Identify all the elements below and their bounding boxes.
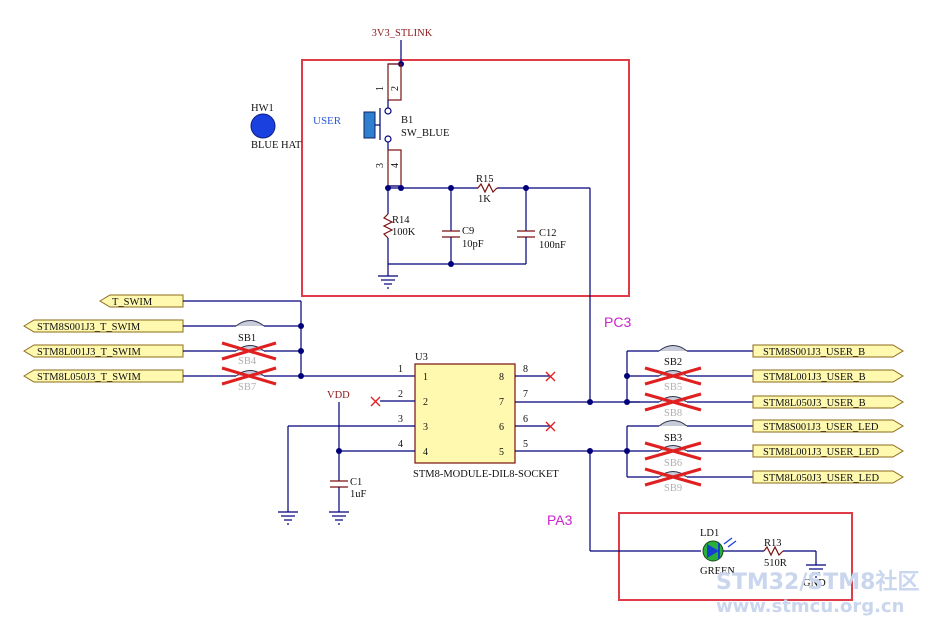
svg-text:2: 2 [423,397,428,408]
highlight-box-led [618,512,853,601]
net-label-3v3: 3V3_STLINK [372,28,433,67]
svg-text:STM8S001J3_T_SWIM: STM8S001J3_T_SWIM [37,322,141,333]
svg-text:100nF: 100nF [539,240,566,251]
resistor-r13: R13 510R GND [723,538,826,589]
svg-text:1: 1 [423,372,428,383]
svg-text:3: 3 [423,422,428,433]
solder-bridge-sb6: SB6 [644,441,702,469]
svg-text:100K: 100K [392,227,416,238]
svg-text:LD1: LD1 [700,528,719,539]
svg-text:SB2: SB2 [664,357,682,368]
svg-text:1: 1 [375,86,386,91]
svg-text:USER: USER [313,115,342,127]
solder-bridge-sb1: SB1 [235,320,265,344]
svg-text:STM32/STM8社区: STM32/STM8社区 [716,569,919,595]
svg-text:STM8L050J3_USER_LED: STM8L050J3_USER_LED [763,473,880,484]
net-label-pa3: PA3 [547,512,573,528]
svg-text:5: 5 [523,439,528,450]
svg-text:R14: R14 [392,215,410,226]
solder-bridge-sb4: SB4 [221,341,277,367]
svg-text:3: 3 [375,163,386,168]
svg-text:1: 1 [398,364,403,375]
svg-text:4: 4 [423,447,428,458]
svg-text:U3: U3 [415,352,428,363]
svg-text:4: 4 [398,439,403,450]
svg-text:SB7: SB7 [238,382,256,393]
svg-text:STM8-MODULE-DIL8-SOCKET: STM8-MODULE-DIL8-SOCKET [413,469,559,480]
highlight-box-user-button [301,59,630,297]
svg-text:510R: 510R [764,558,787,569]
svg-text:7: 7 [499,397,504,408]
svg-text:1uF: 1uF [350,489,367,500]
right-ports: STM8S001J3_USER_B STM8L001J3_USER_B STM8… [752,344,904,484]
u3-wiring [278,371,701,552]
svg-text:SB1: SB1 [238,333,256,344]
svg-text:7: 7 [523,389,528,400]
pc3-network: R15 1K R14 100K C9 10pF C12 100nF [378,174,591,402]
svg-text:STM8L001J3_USER_LED: STM8L001J3_USER_LED [763,447,880,458]
svg-text:6: 6 [499,422,504,433]
svg-text:SB3: SB3 [664,433,682,444]
svg-text:8: 8 [523,364,528,375]
svg-text:STM8L001J3_T_SWIM: STM8L001J3_T_SWIM [37,347,142,358]
svg-text:10pF: 10pF [462,239,484,250]
button-b1: 1 2 3 4 USER B1 SW_BLUE [313,63,449,187]
svg-text:STM8S001J3_USER_B: STM8S001J3_USER_B [763,347,865,358]
svg-text:R13: R13 [764,538,782,549]
svg-text:STM8L001J3_USER_B: STM8L001J3_USER_B [763,372,866,383]
svg-text:T_SWIM: T_SWIM [112,297,153,308]
svg-text:STM8L050J3_USER_B: STM8L050J3_USER_B [763,398,866,409]
svg-text:2: 2 [398,389,403,400]
svg-text:C1: C1 [350,477,362,488]
svg-text:SB9: SB9 [664,483,682,494]
right-wiring [624,350,753,478]
svg-text:SB4: SB4 [238,356,257,367]
svg-text:3: 3 [398,414,403,425]
solder-bridge-sb8: SB8 [644,392,702,419]
svg-text:4: 4 [390,163,401,168]
svg-text:www.stmcu.org.cn: www.stmcu.org.cn [716,596,904,617]
solder-bridge-sb9: SB9 [644,467,702,494]
svg-text:SB5: SB5 [664,382,682,393]
svg-text:2: 2 [390,86,401,91]
svg-text:SB8: SB8 [664,408,682,419]
svg-text:SW_BLUE: SW_BLUE [401,128,449,139]
svg-text:HW1: HW1 [251,103,274,114]
net-label-pc3: PC3 [604,314,631,330]
svg-text:5: 5 [499,447,504,458]
net-label-vdd: VDD [327,390,350,401]
module-u3: U3 STM8-MODULE-DIL8-SOCKET 1 2 3 4 5 6 7… [398,352,559,480]
capacitor-c1: C1 1uF [350,477,367,500]
svg-text:GND: GND [803,578,826,589]
svg-text:STM8S001J3_USER_LED: STM8S001J3_USER_LED [763,422,879,433]
solder-bridge-sb7: SB7 [221,366,277,393]
svg-text:3V3_STLINK: 3V3_STLINK [372,28,433,39]
svg-text:STM8L050J3_T_SWIM: STM8L050J3_T_SWIM [37,372,142,383]
svg-text:C12: C12 [539,228,557,239]
left-wiring [183,300,415,379]
svg-text:GREEN: GREEN [700,566,735,577]
button-actuator-icon [363,111,376,139]
left-ports: T_SWIM STM8S001J3_T_SWIM STM8L001J3_T_SW… [23,294,184,383]
svg-text:1K: 1K [478,194,491,205]
svg-text:B1: B1 [401,115,413,126]
solder-bridge-sb3: SB3 [658,420,688,444]
svg-text:8: 8 [499,372,504,383]
svg-text:C9: C9 [462,226,474,237]
svg-text:SB6: SB6 [664,458,682,469]
svg-text:6: 6 [523,414,528,425]
solder-bridge-sb5: SB5 [644,366,702,393]
watermark: STM32/STM8社区 www.stmcu.org.cn [716,569,919,617]
svg-text:BLUE HAT: BLUE HAT [251,140,302,151]
svg-text:R15: R15 [476,174,494,185]
blue-hat-hw1: HW1 BLUE HAT [250,103,302,151]
solder-bridge-sb2: SB2 [658,345,688,368]
